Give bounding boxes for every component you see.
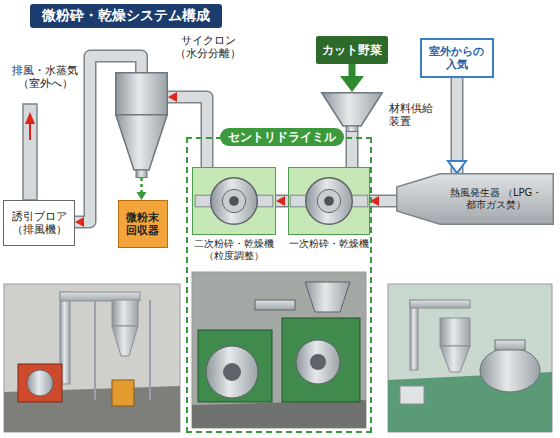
- green-connector: [352, 64, 353, 76]
- mill-unit: 一次粉砕・乾燥機: [288, 167, 370, 250]
- node-label: 材料供給装置: [389, 102, 435, 128]
- node-label: サイクロン （水分分離）: [173, 34, 243, 60]
- pipe-body: [276, 196, 288, 206]
- pipe-outline: [276, 195, 288, 208]
- flow-arrow: [177, 97, 207, 167]
- air-inlet-box: 室外からの入気: [420, 38, 494, 78]
- photo-left: [4, 284, 180, 432]
- photo-middle: [192, 272, 366, 428]
- node-label: 熱風発生器 （LPG・都市ガス焚）: [442, 173, 550, 225]
- flow-arrow: [379, 201, 396, 202]
- pipe-body: [370, 196, 396, 206]
- mill-box: [192, 167, 276, 235]
- dotted-connector: [141, 178, 142, 192]
- mill-box: [288, 167, 370, 235]
- blue-connector: [457, 78, 458, 173]
- mill-unit: 二次粉砕・乾燥機 （粒度調整）: [192, 167, 276, 262]
- blower-box: 誘引ブロア （排風機）: [3, 200, 75, 246]
- photo-right: [388, 284, 552, 432]
- title-banner: 微粉砕・乾燥システム構成: [30, 4, 222, 28]
- pipe-outline: [451, 78, 464, 173]
- mill-group-frame: セントリドライミル二次粉砕・乾燥機 （粒度調整）一次粉砕・乾燥機: [186, 137, 372, 433]
- flow-arrow: [140, 178, 143, 192]
- node-label: 二次粉砕・乾燥機 （粒度調整）: [192, 238, 276, 262]
- flow-arrow: [349, 64, 356, 76]
- flow-arrow: [457, 78, 458, 161]
- heat-generator: 熱風発生器 （LPG・都市ガス焚）: [396, 173, 554, 225]
- hopper-shape: [321, 92, 383, 132]
- pipe-body: [452, 78, 462, 173]
- node-label: 室外からの入気: [427, 45, 486, 71]
- node-label: カット野菜: [322, 43, 382, 57]
- cyclone-shape: [115, 72, 168, 178]
- input-box: カット野菜: [316, 36, 388, 64]
- cyclone: サイクロン （水分分離）: [115, 72, 168, 178]
- pipe-connector: [276, 201, 288, 202]
- node-label: 誘引ブロア （排風機）: [4, 210, 74, 236]
- mill-machine: [193, 168, 275, 234]
- feeder-hopper: 材料供給装置: [321, 92, 383, 132]
- note-label: 排風・水蒸気 （室外へ）: [10, 64, 80, 90]
- pipe-connector: [370, 201, 396, 202]
- node-label: 微粉末回収器: [124, 211, 161, 237]
- collector-box: 微粉末回収器: [118, 200, 168, 248]
- pipe-outline: [370, 195, 396, 208]
- mill-machine: [289, 168, 369, 234]
- exhaust-pipe: [23, 104, 37, 200]
- node-label: 一次粉砕・乾燥機: [288, 238, 370, 250]
- group-heading: セントリドライミル: [220, 128, 344, 146]
